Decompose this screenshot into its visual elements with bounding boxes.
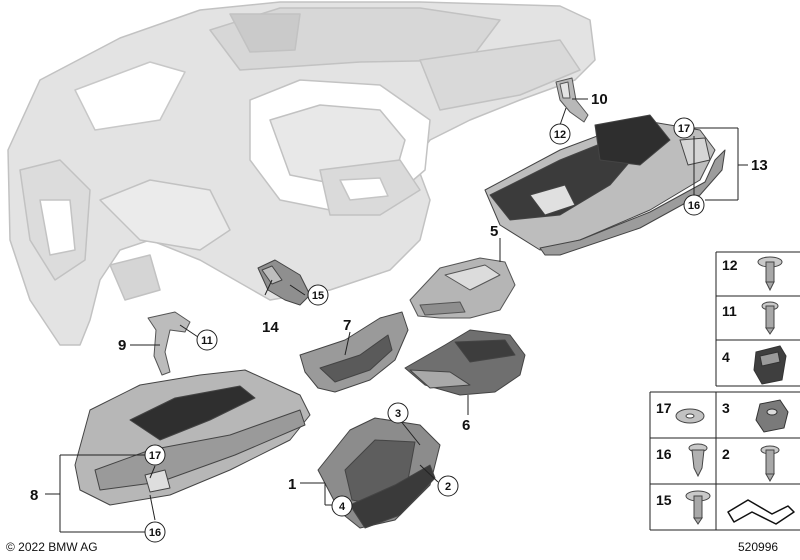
callout-12-top-text: 12 — [554, 129, 566, 141]
callout-17-top-text: 17 — [678, 123, 690, 135]
screw-icon — [761, 301, 779, 335]
callout-15: 15 — [307, 284, 329, 306]
cage-nut-icon — [755, 399, 789, 433]
label-5: 5 — [490, 223, 498, 240]
legend-row-2: 2 — [722, 445, 780, 483]
label-13: 13 — [751, 157, 768, 174]
callout-11-text: 11 — [201, 335, 213, 347]
screw-washer-icon — [757, 256, 783, 292]
legend-label-2: 2 — [722, 446, 730, 462]
legend-row-15: 15 — [656, 490, 711, 525]
callout-16-bottom: 16 — [144, 521, 166, 543]
part-8-drawing — [74, 369, 311, 506]
callout-3: 3 — [387, 402, 409, 424]
legend-row-4: 4 — [722, 345, 787, 385]
legend-label-16: 16 — [656, 446, 672, 462]
part-7-drawing — [299, 311, 409, 393]
tapping-screw-icon — [760, 445, 780, 483]
legend-label-17: 17 — [656, 400, 672, 416]
callout-16-top: 16 — [683, 194, 705, 216]
label-7: 7 — [343, 317, 351, 334]
callout-15-text: 15 — [312, 290, 324, 302]
leader-lines — [45, 98, 748, 533]
legend-row-17: 17 — [656, 400, 705, 424]
legend-label-4: 4 — [722, 349, 730, 365]
part-10-drawing — [555, 77, 589, 123]
legend-row-3: 3 — [722, 399, 789, 433]
label-14: 14 — [262, 319, 279, 336]
callout-4-text: 4 — [339, 501, 346, 513]
dashboard-illustration — [7, 1, 596, 346]
washer-icon — [675, 408, 705, 424]
part-5-drawing — [409, 257, 516, 319]
legend-row-16: 16 — [656, 443, 708, 478]
legend-row-11: 11 — [722, 301, 779, 335]
callout-16-bottom-text: 16 — [149, 527, 161, 539]
bolt-washer-icon — [685, 490, 711, 525]
label-9: 9 — [118, 337, 126, 354]
bracket-arrow-icon — [727, 499, 795, 525]
label-6: 6 — [462, 417, 470, 434]
part-14-drawing — [257, 259, 311, 306]
callout-11: 11 — [196, 329, 218, 351]
legend-row-arrow — [727, 499, 795, 525]
legend-label-3: 3 — [722, 400, 730, 416]
callout-12-top: 12 — [549, 123, 571, 145]
callout-2: 2 — [437, 475, 459, 497]
clip-nut-icon — [753, 345, 787, 385]
legend-label-15: 15 — [656, 492, 672, 508]
callout-17-top: 17 — [673, 117, 695, 139]
label-1: 1 — [288, 476, 296, 493]
label-8: 8 — [30, 487, 38, 504]
callout-16-top-text: 16 — [688, 200, 700, 212]
diagram-number: 520996 — [738, 540, 779, 554]
legend-label-11: 11 — [722, 303, 737, 319]
callout-2-text: 2 — [445, 481, 451, 493]
callout-4: 4 — [331, 495, 353, 517]
label-10: 10 — [591, 91, 608, 108]
callout-3-text: 3 — [395, 408, 401, 420]
copyright-text: © 2022 BMW AG — [6, 540, 98, 554]
part-6-drawing — [404, 329, 526, 396]
callout-17-bottom-text: 17 — [149, 450, 161, 462]
callout-17-bottom: 17 — [144, 444, 166, 466]
legend-label-12: 12 — [722, 257, 738, 273]
part-9-drawing — [147, 311, 191, 376]
legend-row-12: 12 — [722, 256, 783, 292]
part-13-drawing — [484, 114, 726, 256]
push-rivet-icon — [688, 443, 708, 478]
hardware-legend — [649, 251, 800, 531]
